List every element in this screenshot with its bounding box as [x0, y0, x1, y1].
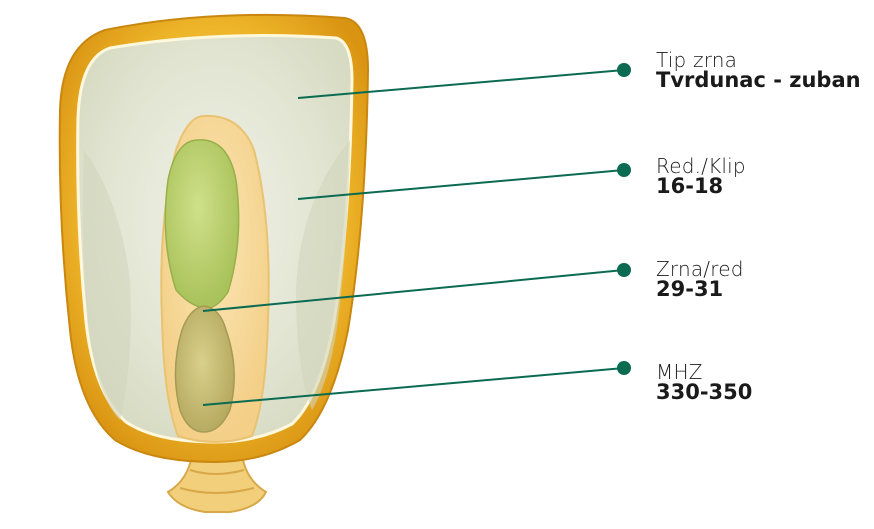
label-rows-per-ear-name: Red./Klip	[656, 156, 746, 176]
leader-dot-rows-per-ear	[617, 163, 631, 177]
label-mhz-value: 330-350	[656, 382, 752, 403]
leader-dot-kernel-type	[617, 63, 631, 77]
leader-dot-mhz	[617, 361, 631, 375]
plumule	[165, 140, 238, 308]
label-kernel-type-name: Tip zrna	[656, 50, 861, 70]
label-kernel-type-value: Tvrdunac - zuban	[656, 70, 861, 91]
label-mhz: MHZ 330-350	[656, 362, 752, 403]
label-rows-per-ear: Red./Klip 16-18	[656, 156, 746, 197]
label-rows-per-ear-value: 16-18	[656, 176, 746, 197]
label-kernel-type: Tip zrna Tvrdunac - zuban	[656, 50, 861, 91]
label-mhz-name: MHZ	[656, 362, 752, 382]
label-kernels-per-row: Zrna/red 29-31	[656, 259, 744, 300]
label-kernels-per-row-name: Zrna/red	[656, 259, 744, 279]
label-kernels-per-row-value: 29-31	[656, 279, 744, 300]
leader-dot-kernels-per-row	[617, 263, 631, 277]
tip-cap	[168, 455, 266, 512]
